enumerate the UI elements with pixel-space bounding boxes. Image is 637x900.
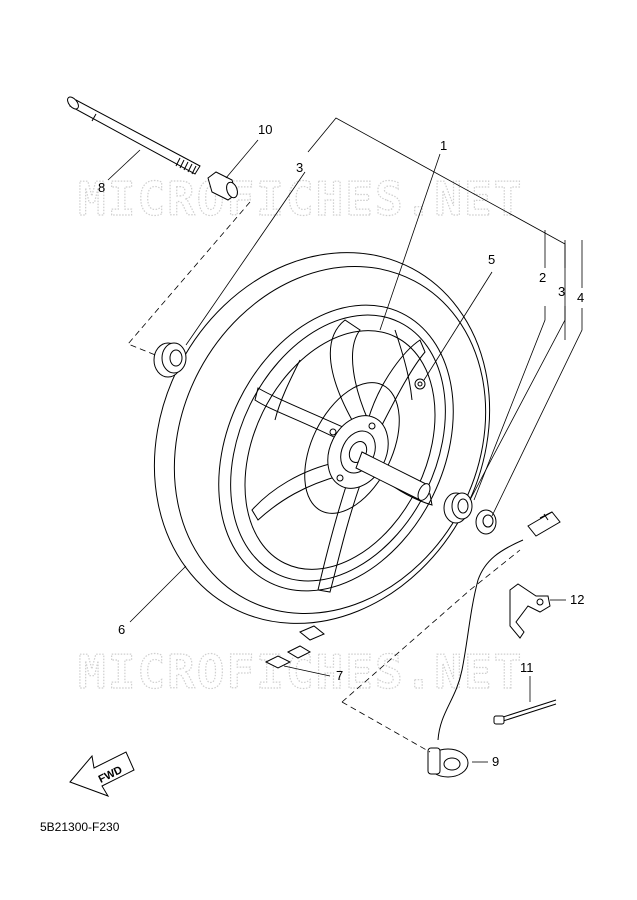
fwd-arrow-icon: FWD xyxy=(69,751,135,797)
wheel-rim xyxy=(218,304,454,593)
callout-7: 7 xyxy=(336,668,343,683)
bearing-left xyxy=(153,342,187,378)
callout-9: 9 xyxy=(492,754,499,769)
diagram-reference-code: 5B21300-F230 xyxy=(40,820,120,834)
callout-5: 5 xyxy=(488,252,495,267)
tire xyxy=(153,252,491,624)
assembly-lines xyxy=(127,201,521,753)
callout-3-left: 3 xyxy=(296,160,303,175)
leader-lines xyxy=(107,117,583,763)
watermark-top: MICROFICHES.NET xyxy=(78,172,523,226)
oil-seal xyxy=(475,509,497,535)
callout-1: 1 xyxy=(440,138,447,153)
callout-2: 2 xyxy=(539,270,546,285)
bearing-right xyxy=(443,492,473,524)
callout-labels: 1 2 3 3 4 5 6 7 8 9 10 11 12 xyxy=(98,122,584,769)
callout-11: 11 xyxy=(520,660,534,675)
axle xyxy=(67,96,201,175)
callout-3-right: 3 xyxy=(558,284,565,299)
callout-6: 6 xyxy=(118,622,125,637)
bracket xyxy=(509,583,551,639)
balance-weights xyxy=(264,625,325,669)
callout-8: 8 xyxy=(98,180,105,195)
axle-nut xyxy=(207,171,238,201)
cable-tie xyxy=(493,699,557,725)
callout-4: 4 xyxy=(577,290,584,305)
sensor-assembly xyxy=(427,511,561,778)
callout-12: 12 xyxy=(570,592,584,607)
callout-10: 10 xyxy=(258,122,272,137)
